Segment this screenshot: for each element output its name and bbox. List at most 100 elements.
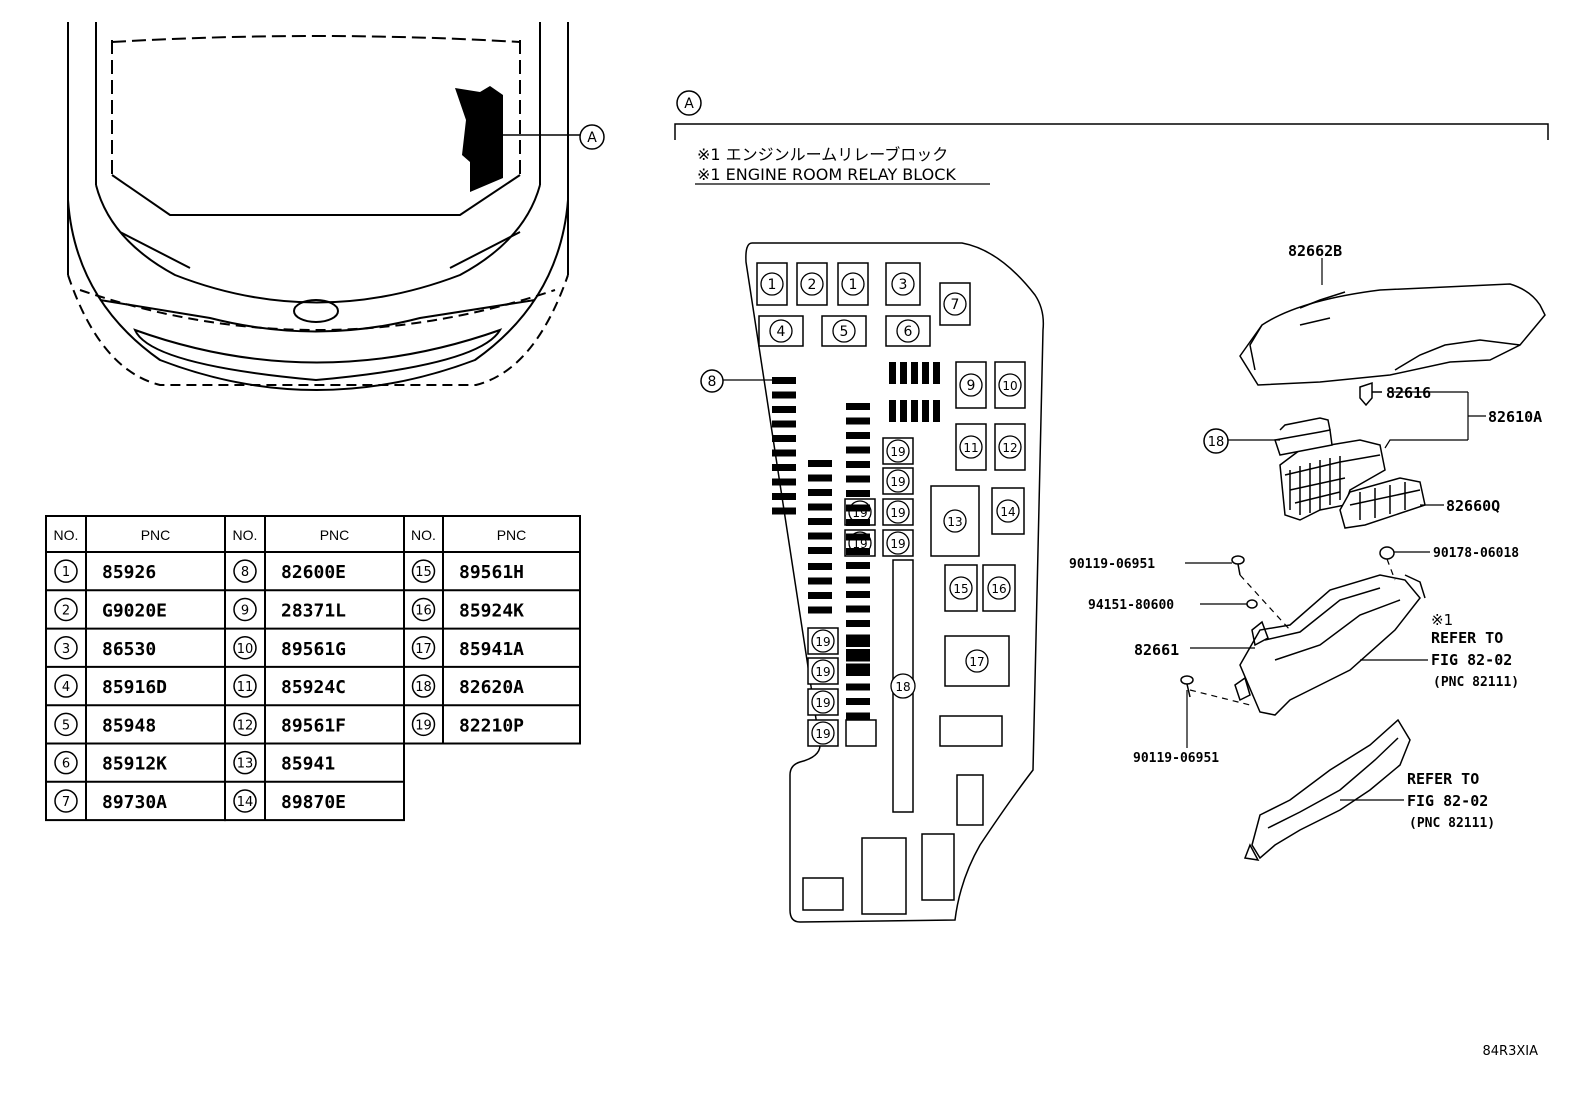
section-bracket <box>674 123 1549 140</box>
table-row: 7 89730A <box>54 789 167 813</box>
label-82660Q: 82660Q <box>1446 497 1500 515</box>
refer-1-line2: FIG 82-02 <box>1431 651 1512 669</box>
label-90178: 90178-06018 <box>1433 546 1519 561</box>
section-a-header: A ※1 エンジンルームリレーブロック ※1 ENGINE ROOM RELAY… <box>674 90 1549 185</box>
table-row-pnc: 85912K <box>102 754 167 775</box>
fuse-slot-19-7: 19 <box>807 627 839 655</box>
car-front-illustration <box>67 22 569 391</box>
table-row-number: 2 <box>62 603 70 618</box>
table-row-pnc: 86530 <box>102 639 156 660</box>
fuse-slot-19-2-label: 19 <box>890 475 905 489</box>
table-row-number: 8 <box>241 565 249 580</box>
fuse-slot-19-8: 19 <box>807 657 839 685</box>
fuse-slot-19-9: 19 <box>807 688 839 716</box>
fuse-slot-19-8-label: 19 <box>815 665 830 679</box>
relay-block-outline <box>745 242 1045 923</box>
table-row-number-circle <box>411 712 436 737</box>
fuse-slot-13: 13 <box>930 485 980 557</box>
fuse-slot-14-label: 14 <box>1000 505 1015 519</box>
table-row-number-circle <box>54 559 78 583</box>
figure-code: 84R3XIA <box>1483 1044 1539 1059</box>
fuse-slot-empty <box>802 877 844 911</box>
table-row-number-circle <box>411 559 436 583</box>
table-row-number-circle <box>54 789 78 813</box>
table-row-pnc: 89561F <box>281 715 346 736</box>
fuse-slot-6-label: 6 <box>904 324 913 340</box>
fuse-slot-empty <box>921 833 955 901</box>
table-row-number: 5 <box>62 718 70 733</box>
table-header-no: NO. <box>411 527 436 543</box>
blade-terminals <box>772 362 940 720</box>
label-90119-top: 90119-06951 <box>1069 557 1155 572</box>
table-row-pnc: 85926 <box>102 562 156 583</box>
section-a-marker: A <box>684 96 694 112</box>
refer-2-line2: FIG 82-02 <box>1407 792 1488 810</box>
table-row-number: 15 <box>415 565 432 580</box>
fuse-slot-14: 14 <box>991 487 1025 535</box>
fuse-slot-13-label: 13 <box>947 515 962 529</box>
relay-block-location-mark <box>455 86 503 192</box>
table-row-pnc: 82210P <box>459 715 524 736</box>
fuse-slot-19-3: 19 <box>882 498 914 526</box>
fuse-slot-empty <box>939 715 1003 747</box>
part-labels: 82662B 82616 82610A 82660Q 90119-06951 9… <box>1069 242 1542 831</box>
fuse-slot-1b-label: 1 <box>849 277 858 293</box>
table-row-pnc: 85941 <box>281 754 335 775</box>
bolt-bottom <box>1180 675 1194 698</box>
fuse-slot-19-7-label: 19 <box>815 635 830 649</box>
table-row-number-circle <box>54 597 78 622</box>
fuse-slot-19-4-label: 19 <box>890 537 905 551</box>
table-row-number-circle <box>54 712 78 737</box>
fuse-slot-17-label: 17 <box>969 655 984 669</box>
table-row-number-circle <box>233 750 257 775</box>
table-row-number-circle <box>233 712 257 737</box>
fuse-slot-17: 17 <box>944 635 1010 687</box>
fuse-slot-18-label: 18 <box>895 680 910 694</box>
fuse-slot-4: 4 <box>758 315 804 347</box>
fuse-slot-5: 5 <box>821 315 867 347</box>
table-row-number-circle <box>233 559 257 583</box>
block-82660Q <box>1339 477 1426 529</box>
fuse-slot-10-label: 10 <box>1002 379 1017 393</box>
fuse-slot-15-label: 15 <box>953 582 968 596</box>
table-row-number: 7 <box>62 795 70 810</box>
fuse-slot-19-10: 19 <box>807 719 839 747</box>
nut <box>1246 599 1258 609</box>
table-row-number: 3 <box>62 642 70 657</box>
table-row-pnc: 89730A <box>102 792 167 813</box>
fuse-slot-7: 7 <box>939 282 971 326</box>
fuse-slot-4-label: 4 <box>777 324 786 340</box>
refer-2-line3: (PNC 82111) <box>1409 816 1495 831</box>
fuse-slot-10: 10 <box>994 361 1026 409</box>
callout-8: 8 <box>700 369 772 393</box>
part-18 <box>1274 417 1333 456</box>
label-82610A: 82610A <box>1488 408 1542 426</box>
lower-bracket <box>1243 718 1411 861</box>
clip <box>1379 546 1395 560</box>
table-row-number-circle <box>233 597 257 622</box>
fuse-slot-5-label: 5 <box>840 324 849 340</box>
table-header-pnc: PNC <box>141 527 171 543</box>
refer-note-1: ※1 REFER TO FIG 82-02 (PNC 82111) <box>1431 611 1519 690</box>
table-row-number: 18 <box>415 680 432 695</box>
fuse-slot-19-1-label: 19 <box>890 445 905 459</box>
table-row-number-circle <box>54 674 78 698</box>
fuse-slot-19-10-label: 19 <box>815 727 830 741</box>
table-row-number: 9 <box>241 603 249 618</box>
table-row-pnc: 89561G <box>281 639 346 660</box>
fuse-slot-19-3-label: 19 <box>890 506 905 520</box>
refer-note-2: REFER TO FIG 82-02 (PNC 82111) <box>1407 770 1495 831</box>
